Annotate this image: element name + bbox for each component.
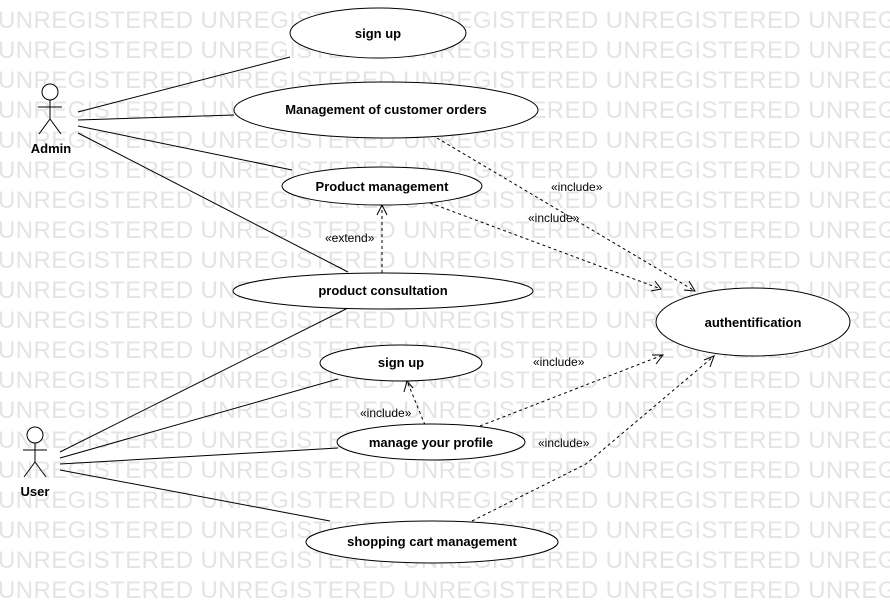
- use-case-product-consultation: product consultation: [232, 272, 534, 310]
- use-case-management-of-customer-orders: Management of customer orders: [233, 81, 539, 139]
- association-admin-product-consultation: [77, 132, 349, 273]
- stick-figure-icon: [38, 83, 62, 135]
- include-label-orders-auth: «include»: [551, 180, 603, 194]
- association-admin-sign-up: [77, 56, 291, 113]
- include-label-profile-signup: «include»: [360, 406, 412, 420]
- actor-admin: Admin: [31, 83, 72, 156]
- use-case-label: Product management: [316, 179, 450, 194]
- use-case-label: product consultation: [318, 283, 447, 298]
- include-orders-auth-line: [436, 137, 696, 292]
- association-user-manage-profile: [59, 447, 339, 465]
- include-profile-signup-line: [406, 380, 426, 426]
- use-case-authentification: authentification: [655, 287, 851, 357]
- actor-user: User: [21, 426, 50, 499]
- actor-label: User: [21, 484, 50, 499]
- stick-figure-icon: [23, 426, 47, 478]
- use-case-label: manage your profile: [369, 435, 493, 450]
- include-cart-auth-line: [471, 355, 715, 522]
- use-case-sign-up-user: sign up: [319, 344, 483, 382]
- use-case-label: sign up: [378, 355, 424, 370]
- include-profile-auth-line: [479, 354, 664, 427]
- use-case-label: sign up: [355, 26, 401, 41]
- include-profile-auth-arrowhead: [652, 354, 665, 365]
- association-user-shopping-cart: [59, 469, 331, 522]
- include-profile-signup-arrowhead: [403, 379, 414, 393]
- association-user-product-consultation: [59, 307, 349, 453]
- include-orders-auth-arrowhead: [683, 280, 696, 292]
- include-label-profile-auth: «include»: [533, 355, 585, 369]
- include-product-auth-line: [429, 202, 662, 290]
- include-label-product-auth: «include»: [528, 211, 580, 225]
- use-case-label: Management of customer orders: [285, 102, 487, 117]
- use-case-shopping-cart-management: shopping cart management: [305, 520, 559, 564]
- use-case-label: shopping cart management: [347, 534, 517, 549]
- include-label-cart-auth: «include»: [538, 436, 590, 450]
- association-user-sign-up: [59, 378, 339, 459]
- extend-label-consult-product: «extend»: [325, 231, 375, 245]
- association-admin-product-management: [77, 125, 293, 171]
- include-cart-auth-arrowhead: [703, 355, 715, 368]
- use-case-label: authentification: [705, 315, 802, 330]
- association-admin-orders: [77, 114, 235, 121]
- use-case-product-management: Product management: [281, 166, 483, 206]
- use-case-sign-up-admin: sign up: [289, 7, 467, 59]
- actor-label: Admin: [31, 141, 72, 156]
- use-case-manage-your-profile: manage your profile: [336, 423, 526, 461]
- include-product-auth-arrowhead: [650, 280, 662, 292]
